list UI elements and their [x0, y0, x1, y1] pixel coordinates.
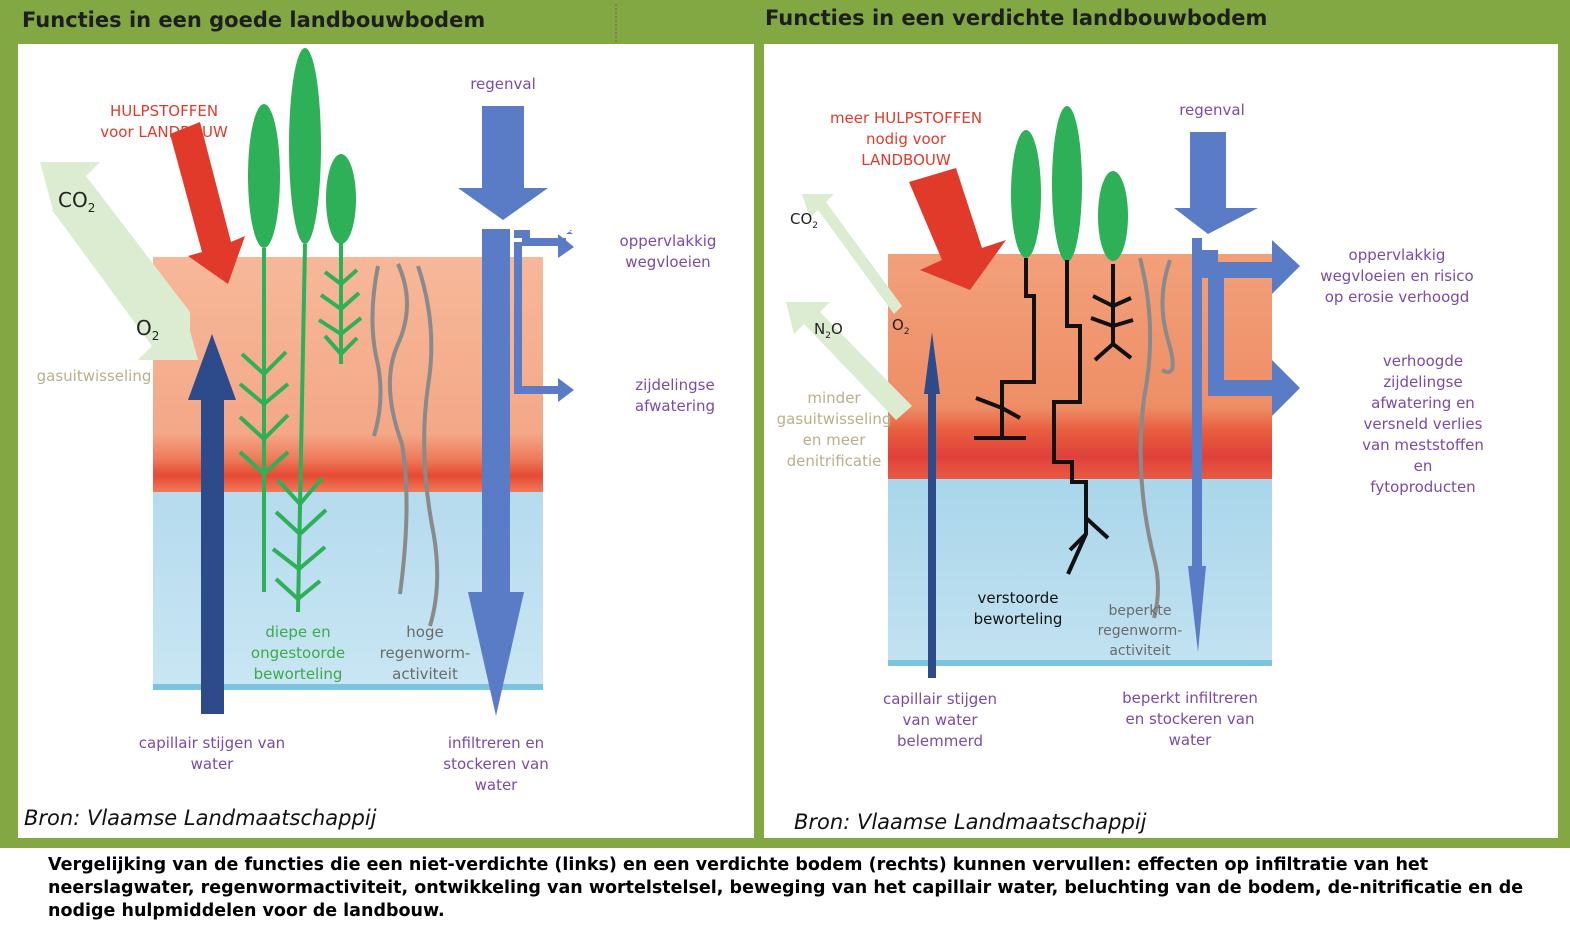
rain-arrow	[458, 106, 548, 220]
drainage-arrow	[1208, 270, 1272, 396]
capillary-rise-arrow	[188, 334, 236, 714]
worms-label: hoge regenworm- activiteit	[379, 623, 471, 683]
roots-label: diepe en ongestoorde beworteling	[250, 623, 346, 683]
o2-label: O2	[136, 316, 160, 343]
co2-label: CO2	[790, 210, 819, 231]
rain-label: regenval	[1179, 101, 1245, 119]
gas-exchange-label: minder gasuitwisseling en meer denitrifi…	[776, 389, 892, 470]
roots	[238, 242, 363, 613]
drainage-arrow	[514, 242, 558, 394]
drainage-label: zijdelingse afwatering	[634, 376, 716, 415]
right-diagram	[786, 106, 1300, 678]
infiltration-arrow	[1188, 238, 1206, 652]
runoff-arrow	[514, 230, 566, 246]
title-separator	[615, 4, 617, 42]
disturbed-roots	[974, 258, 1134, 575]
right-panel-title: Functies in een verdichte landbouwbodem	[765, 6, 1268, 30]
infiltration-arrow	[468, 229, 524, 716]
right-panel: meer HULPSTOFFEN nodig voor LANDBOUW CO2…	[764, 44, 1558, 838]
rain-arrow	[1174, 132, 1258, 234]
rain-label: regenval	[470, 75, 536, 93]
capillary-rise-arrow	[924, 332, 940, 678]
co2-arrow	[802, 194, 902, 314]
source-credit: Bron: Vlaamse Landmaatschappij	[24, 806, 377, 830]
runoff-label: oppervlakkig wegvloeien en risico op ero…	[1320, 246, 1474, 306]
worms-label: beperkte regenworm- activiteit	[1097, 603, 1183, 659]
left-panel: HULPSTOFFEN voor LANDBOUW CO2 O2 gasuitw…	[18, 44, 754, 838]
plants	[248, 48, 356, 248]
infiltration-label: infiltreren en stockeren van water	[443, 734, 549, 794]
runoff-label: oppervlakkig wegvloeien	[619, 232, 717, 271]
inputs-arrow	[170, 122, 245, 284]
o2-label: O2	[892, 316, 910, 337]
n2o-arrow	[786, 302, 912, 420]
inputs-arrow	[909, 168, 1006, 290]
infiltration-label: beperkt infiltreren en stockeren van wat…	[1122, 689, 1258, 749]
subsoil-layer	[888, 479, 1272, 664]
co2-label: CO2	[58, 188, 96, 215]
inputs-label: meer HULPSTOFFEN nodig voor LANDBOUW	[829, 109, 983, 169]
gas-exchange-label: gasuitwisseling	[36, 367, 152, 385]
capillary-label: capillair stijgen van water	[138, 734, 286, 773]
worm-tunnels	[370, 263, 440, 627]
worm-tunnel-2	[1138, 257, 1160, 619]
n2o-label: N2O	[814, 320, 843, 341]
drainage-label: verhoogde zijdelingse afwatering en vers…	[1362, 352, 1484, 496]
source-credit: Bron: Vlaamse Landmaatschappij	[794, 810, 1147, 834]
inputs-label: HULPSTOFFEN voor LANDBOUW	[100, 102, 228, 141]
capillary-label: capillair stijgen van water belemmerd	[882, 690, 998, 750]
plants	[1011, 106, 1128, 262]
left-diagram	[40, 48, 574, 716]
figure-caption: Vergelijking van de functies die een nie…	[48, 855, 1524, 921]
worm-tunnel-1	[1160, 259, 1175, 374]
roots-label: verstoorde beworteling	[973, 589, 1063, 628]
left-panel-title: Functies in een goede landbouwbodem	[22, 8, 486, 32]
